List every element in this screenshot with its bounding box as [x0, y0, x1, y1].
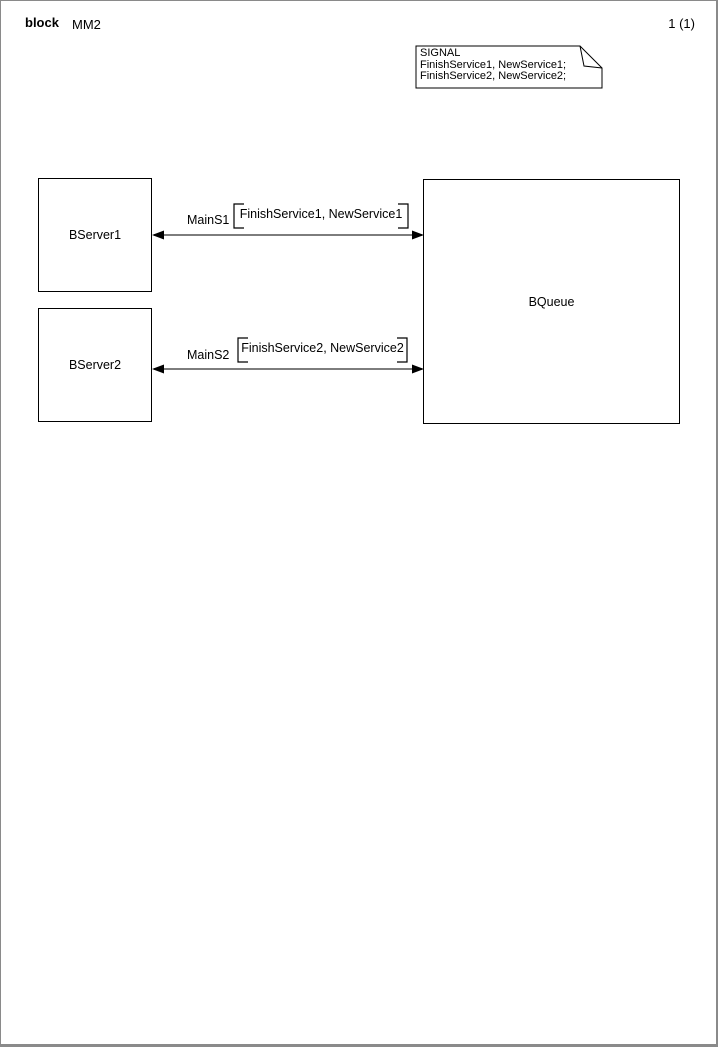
block-bqueue-label: BQueue — [528, 294, 575, 309]
arrowhead-left-icon — [152, 230, 164, 240]
signal-list-open-bracket-icon — [233, 203, 244, 229]
channel-mains1-signal-list[interactable]: FinishService1, NewService1 — [239, 207, 403, 221]
signal-list-open-bracket-icon — [237, 337, 248, 363]
block-bqueue[interactable]: BQueue — [423, 179, 680, 424]
signal-list-close-bracket-icon — [398, 203, 409, 229]
signal-list-close-bracket-icon — [397, 337, 408, 363]
arrowhead-right-icon — [412, 230, 424, 240]
block-bserver1[interactable]: BServer1 — [38, 178, 152, 292]
signal-text-symbol[interactable] — [415, 45, 603, 89]
arrowhead-right-icon — [412, 364, 424, 374]
block-bserver1-label: BServer1 — [68, 228, 122, 242]
channel-mains2-name-label[interactable]: MainS2 — [187, 348, 230, 362]
block-bserver2-label: BServer2 — [68, 358, 122, 372]
channel-mains2[interactable] — [152, 337, 424, 374]
arrowhead-left-icon — [152, 364, 164, 374]
signal-text-line: SIGNAL — [420, 47, 461, 59]
symbol-kind-label: block — [25, 15, 59, 30]
signal-declaration-text[interactable]: SIGNAL FinishService1, NewService1; Fini… — [420, 47, 580, 83]
signal-text-line: FinishService1, NewService1; — [420, 58, 567, 71]
page-number: 1 (1) — [668, 16, 695, 31]
diagram-name: MM2 — [72, 17, 101, 32]
channel-mains1-name-label[interactable]: MainS1 — [187, 213, 230, 227]
text-symbol-outline — [415, 45, 603, 89]
channel-mains2-signal-list[interactable]: FinishService2, NewService2 — [241, 341, 404, 355]
channel-mains1[interactable] — [152, 203, 424, 240]
folded-corner-icon — [579, 45, 603, 69]
signal-text-line: FinishService2, NewService2; — [420, 70, 567, 82]
block-bserver2[interactable]: BServer2 — [38, 308, 152, 422]
